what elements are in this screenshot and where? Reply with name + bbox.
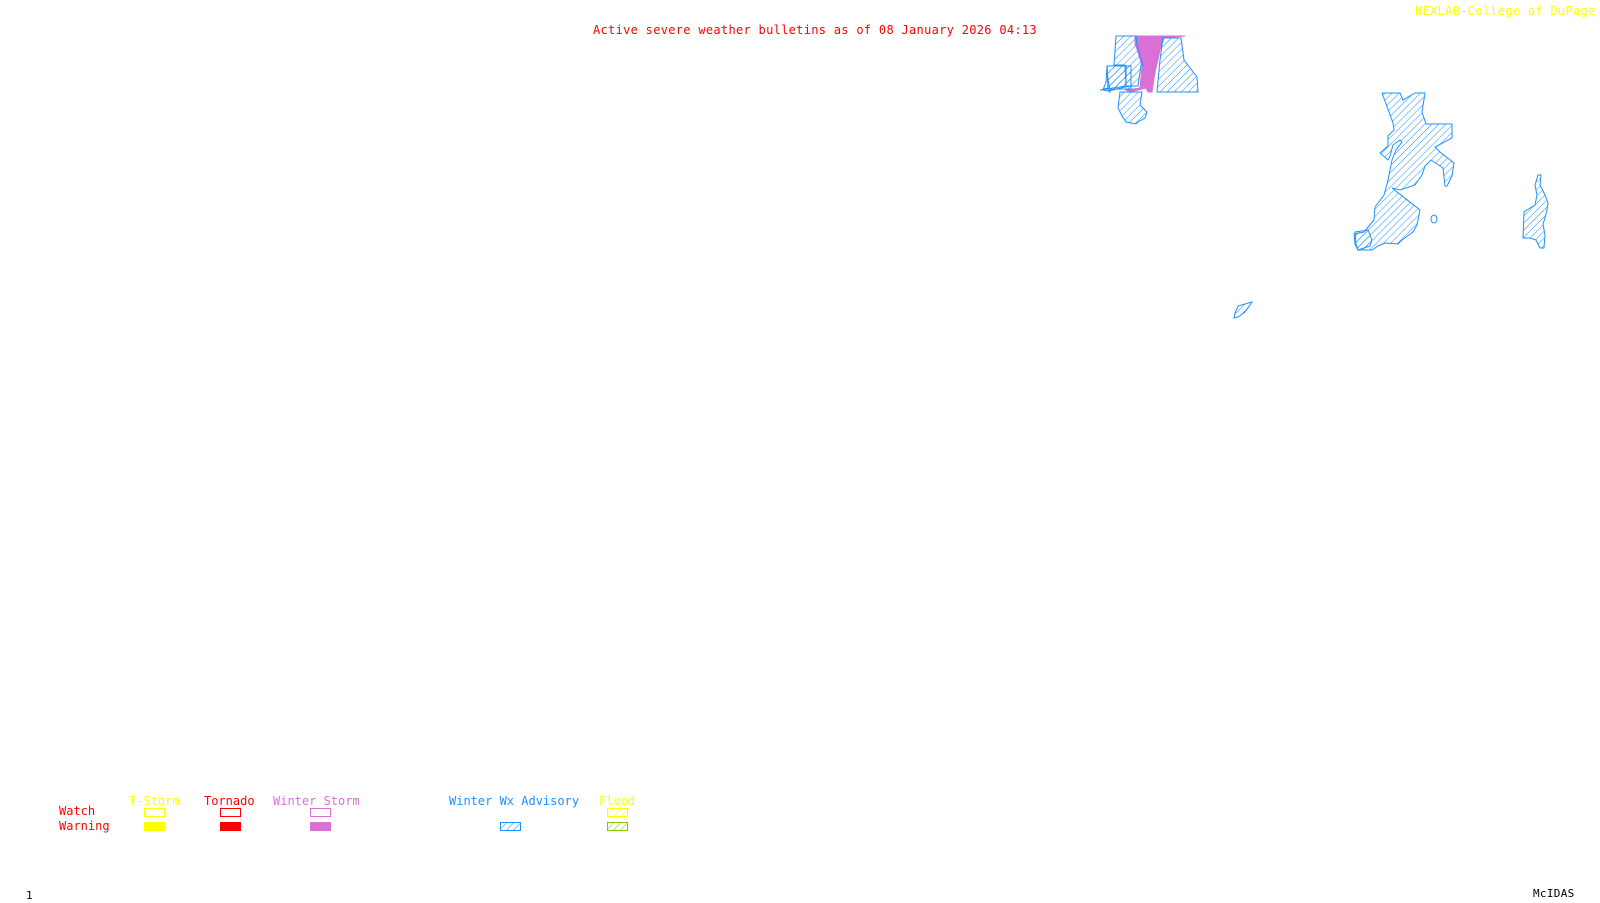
tornado-watch-swatch [220,808,241,817]
winter-advisory-area [1117,91,1148,125]
alert-area-plains [1233,301,1254,319]
software-label: McIDAS [1533,887,1575,900]
legend-col-winter-storm: Winter Storm [273,794,360,808]
winter-advisory-area [1233,301,1254,319]
legend-row-warning: Warning [59,819,110,833]
winter-advisory-area [1522,174,1549,249]
frame-number: 1 [26,889,33,902]
winter-advisory-area [1113,35,1144,87]
alert-area-great-lakes [1353,92,1455,251]
legend-row-watch: Watch [59,804,96,818]
legend-col-winter-advisory: Winter Wx Advisory [449,794,580,808]
winter-advisory-swatch [500,822,521,831]
flood-warning-swatch [607,822,628,831]
credit-label: NEXLAB-College of DuPage ⇱ [1415,4,1600,18]
winter-storm-watch-swatch [310,808,331,817]
tornado-warning-swatch [220,822,241,831]
credit-text: NEXLAB-College of DuPage [1415,4,1596,18]
winter-advisory-area [1106,65,1132,91]
tstorm-warning-swatch [144,822,165,831]
winter-advisory-area [1354,229,1373,251]
winter-advisory-area [1353,92,1455,251]
alert-area-new-england [1522,174,1549,249]
tstorm-watch-swatch [144,808,165,817]
alert-area-rockies [1099,35,1199,125]
winter-advisory-area [1156,37,1199,93]
legend-col-flood: Flood [599,794,636,808]
legend-col-tornado: Tornado [204,794,255,808]
legend-col-tstorm: T-Storm [129,794,180,808]
map-title: Active severe weather bulletins as of 08… [593,23,1037,37]
winter-storm-warning-swatch [310,822,331,831]
winter-advisory-area [1430,214,1438,224]
flood-watch-swatch [607,808,628,817]
